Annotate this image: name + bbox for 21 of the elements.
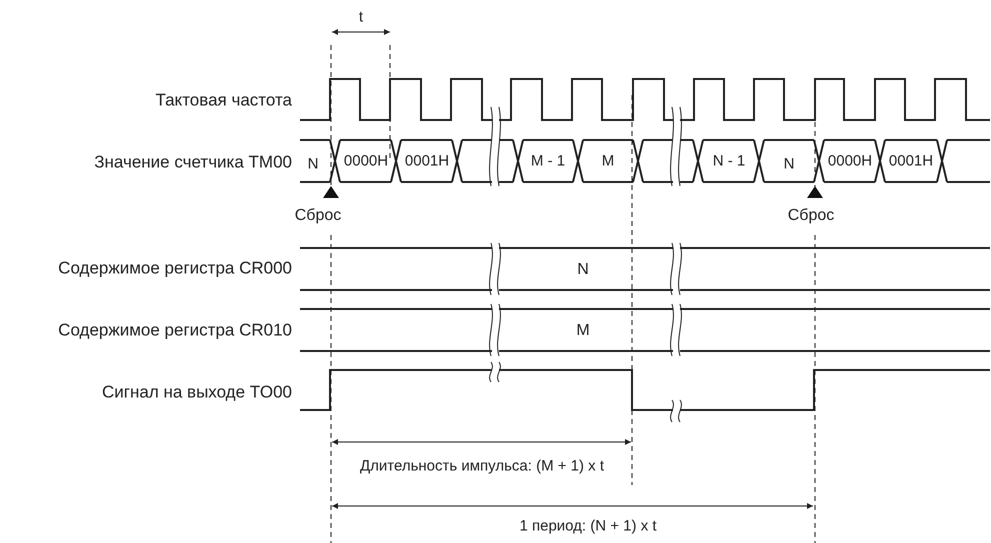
dimension-label: 1 период: (N + 1) x t [519,518,657,536]
bus-value: 0001H [888,152,934,172]
bus-value: 0000H [344,152,388,172]
bus-value: 0000H [828,152,872,172]
bus-value: M - 1 [530,152,566,172]
bus-value: M [576,321,590,341]
reset-label: Сброс [294,206,342,226]
signal-name: Значение счетчика TM00 [94,151,292,173]
signal-name: Содержимое регистра CR010 [58,319,292,341]
bus-value: N [784,156,794,174]
bus-value: 0001H [404,152,450,172]
dimension-label: t [358,8,364,28]
bus-value: N [308,156,318,174]
signal-name: Тактовая частота [155,89,292,111]
reset-label: Сброс [788,206,834,226]
dimension-label: Длительность импульса: (M + 1) x t [360,458,604,476]
signal-name: Сигнал на выходе TO00 [102,381,292,403]
bus-value: N - 1 [712,152,746,172]
bus-value: M [602,152,614,172]
bus-value: N [577,260,589,280]
signal-name: Содержимое регистра CR000 [58,257,292,279]
